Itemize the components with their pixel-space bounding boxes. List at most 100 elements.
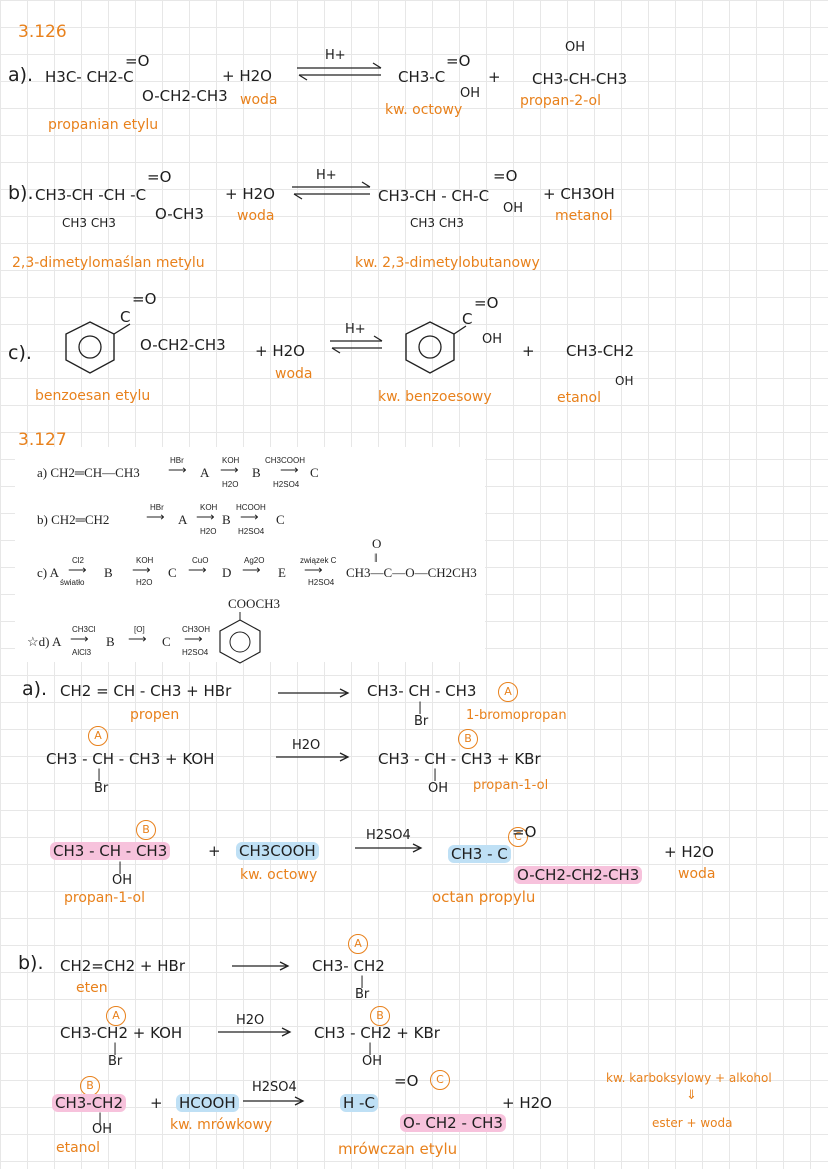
alcohol-name-a: propan-2-ol — [520, 93, 601, 109]
reaction-b3-acid: HCOOH — [176, 1094, 239, 1112]
condition-b2: H2O — [236, 1013, 265, 1028]
circle-label-b: B — [370, 1006, 390, 1026]
ester-alkoxy-c: O-CH2-CH3 — [140, 336, 226, 354]
ester-alkoxy-a3: O-CH2-CH2-CH3 — [514, 866, 643, 884]
compound-b-marker: B — [370, 1004, 390, 1026]
alcohol-oh-c: OH — [615, 374, 634, 388]
reaction-arrow — [243, 1096, 305, 1106]
benzene-ring-ester — [65, 321, 131, 374]
reaction-b3-alcohol: CH3-CH2 — [52, 1094, 127, 1112]
ester-formula-b: CH3-CH -CH -C — [35, 186, 147, 204]
equilibrium-arrow-b — [292, 181, 371, 200]
compound-a-marker: A — [348, 932, 368, 954]
book-letter-c: C — [162, 634, 171, 649]
book-arrow: ⟶ — [146, 509, 165, 524]
book-c-product: CH3—C—O—CH2CH3 — [346, 565, 477, 580]
ester-carbonyl-a3: =O — [512, 823, 537, 841]
reaction-a2-reactants: CH3 - CH - CH3 + KOH — [46, 750, 215, 768]
book-b-reagent-hbr: HBr — [150, 503, 164, 512]
hydroxyl-a2: OH — [428, 781, 449, 796]
circle-label-b: B — [80, 1076, 100, 1096]
item-label-127b: b). — [18, 952, 44, 974]
reaction-arrow — [355, 843, 423, 853]
bond-line: | — [118, 860, 123, 874]
book-letter-c: C — [276, 512, 285, 527]
book-arrow: ⟶ — [168, 462, 187, 477]
acid-name-b3: kw. mrówkowy — [170, 1117, 273, 1133]
acid-carbonyl-a: =O — [446, 52, 471, 70]
alcohol-formula-b: + CH3OH — [543, 185, 615, 203]
catalyst-c: H+ — [345, 322, 366, 337]
ester-acyl-b3: H -C — [340, 1094, 378, 1112]
book-letter-b: B — [252, 465, 261, 480]
acyl-highlight: CH3 - C — [448, 845, 511, 863]
alkoxy-highlight: O-CH2-CH2-CH3 — [514, 866, 643, 884]
catalyst-b: H+ — [316, 168, 337, 183]
book-b-reagent-koh: KOH — [200, 503, 218, 512]
reaction-a3-alcohol: CH3 - CH - CH3 — [50, 842, 171, 860]
ester-carbon-c: C — [120, 308, 131, 326]
water-b3: + H2O — [502, 1094, 552, 1112]
book-c-double-bond: ‖ — [374, 550, 378, 565]
book-line-b: b) CH2═CH2 — [37, 512, 110, 527]
reaction-arrow — [276, 752, 350, 762]
book-d-reagent-ch3oh: CH3OH — [182, 625, 211, 634]
item-label-a: a). — [8, 64, 34, 86]
circle-label-c: C — [508, 827, 528, 847]
compound-a-marker: A — [498, 680, 518, 702]
benzene-ring-acid — [405, 321, 467, 374]
book-c-reagent-ag2o: Ag2O — [244, 556, 265, 565]
book-c-reagent-cl2: Cl2 — [72, 556, 85, 565]
equilibrium-arrow-a — [297, 62, 382, 81]
general-note-line1: kw. karboksylowy + alkohol — [606, 1071, 772, 1085]
book-letter-b: B — [104, 565, 113, 580]
item-label-b: b). — [8, 182, 34, 204]
general-note-arrow: ⇓ — [686, 1088, 697, 1103]
book-c-reagent-h2so4: H2SO4 — [308, 578, 335, 587]
ethene-name: eten — [76, 980, 108, 996]
acid-carbonyl-c: =O — [474, 294, 499, 312]
ester-alkoxy-b: O-CH3 — [155, 205, 204, 223]
alcohol-formula-a: CH3-CH-CH3 — [532, 70, 628, 88]
plus-water-c: + H2O — [255, 342, 305, 360]
acid-oh-b: OH — [503, 201, 524, 216]
book-letter-c: C — [168, 565, 177, 580]
water-a3: + H2O — [664, 843, 714, 861]
circle-label-a: A — [88, 726, 108, 746]
circle-label-a: A — [348, 934, 368, 954]
alcohol-highlight: CH3 - CH - CH3 — [50, 842, 171, 860]
bond-line: | — [97, 767, 102, 781]
book-line-c: c) A — [37, 565, 60, 580]
acid-carbon-c: C — [462, 310, 473, 328]
book-a-reagent-acid: CH3COOH — [265, 456, 306, 465]
carbonyl-o-b: =O — [147, 168, 172, 186]
circle-label-a: A — [106, 1006, 126, 1026]
reaction-b2-reactants: CH3-CH2 + KOH — [60, 1024, 183, 1042]
acid-highlight: CH3COOH — [236, 842, 319, 860]
book-line-a: a) CH2═CH—CH3 — [37, 465, 140, 480]
plus-water-a: + H2O — [222, 67, 272, 85]
book-arrow: ⟶ — [184, 631, 203, 646]
acid-oh-c: OH — [482, 332, 503, 347]
circle-label-c: C — [430, 1070, 450, 1090]
reaction-b2-product: CH3 - CH2 + KBr — [314, 1024, 440, 1042]
hydroxyl-a3: OH — [112, 873, 133, 888]
plus-b3: + — [150, 1094, 163, 1112]
ester-name-a3: octan propylu — [432, 888, 536, 906]
product-a1-name: 1-bromopropan — [466, 708, 567, 723]
reaction-a2-product: CH3 - CH - CH3 + KBr — [378, 750, 541, 768]
equilibrium-arrow-c — [330, 335, 383, 354]
book-d-reagent-alcl3: AlCl3 — [72, 648, 92, 657]
book-b-reagent-h2o: H2O — [200, 527, 217, 536]
ester-formula-a: H3C- CH2-C — [45, 68, 134, 86]
water-name-a3: woda — [678, 866, 716, 882]
compound-b-marker: B — [458, 727, 478, 749]
book-line-d: ☆d) A — [27, 634, 62, 649]
carbonyl-o-c: =O — [132, 290, 157, 308]
book-c-reagent-koh: KOH — [136, 556, 154, 565]
plus-a: + — [488, 68, 501, 86]
alcohol-name-c: etanol — [557, 390, 602, 406]
alcohol-name-a3: propan-1-ol — [64, 890, 145, 906]
ester-acyl-a3: CH3 - C — [448, 845, 511, 863]
hydroxyl-b3: OH — [92, 1122, 113, 1137]
